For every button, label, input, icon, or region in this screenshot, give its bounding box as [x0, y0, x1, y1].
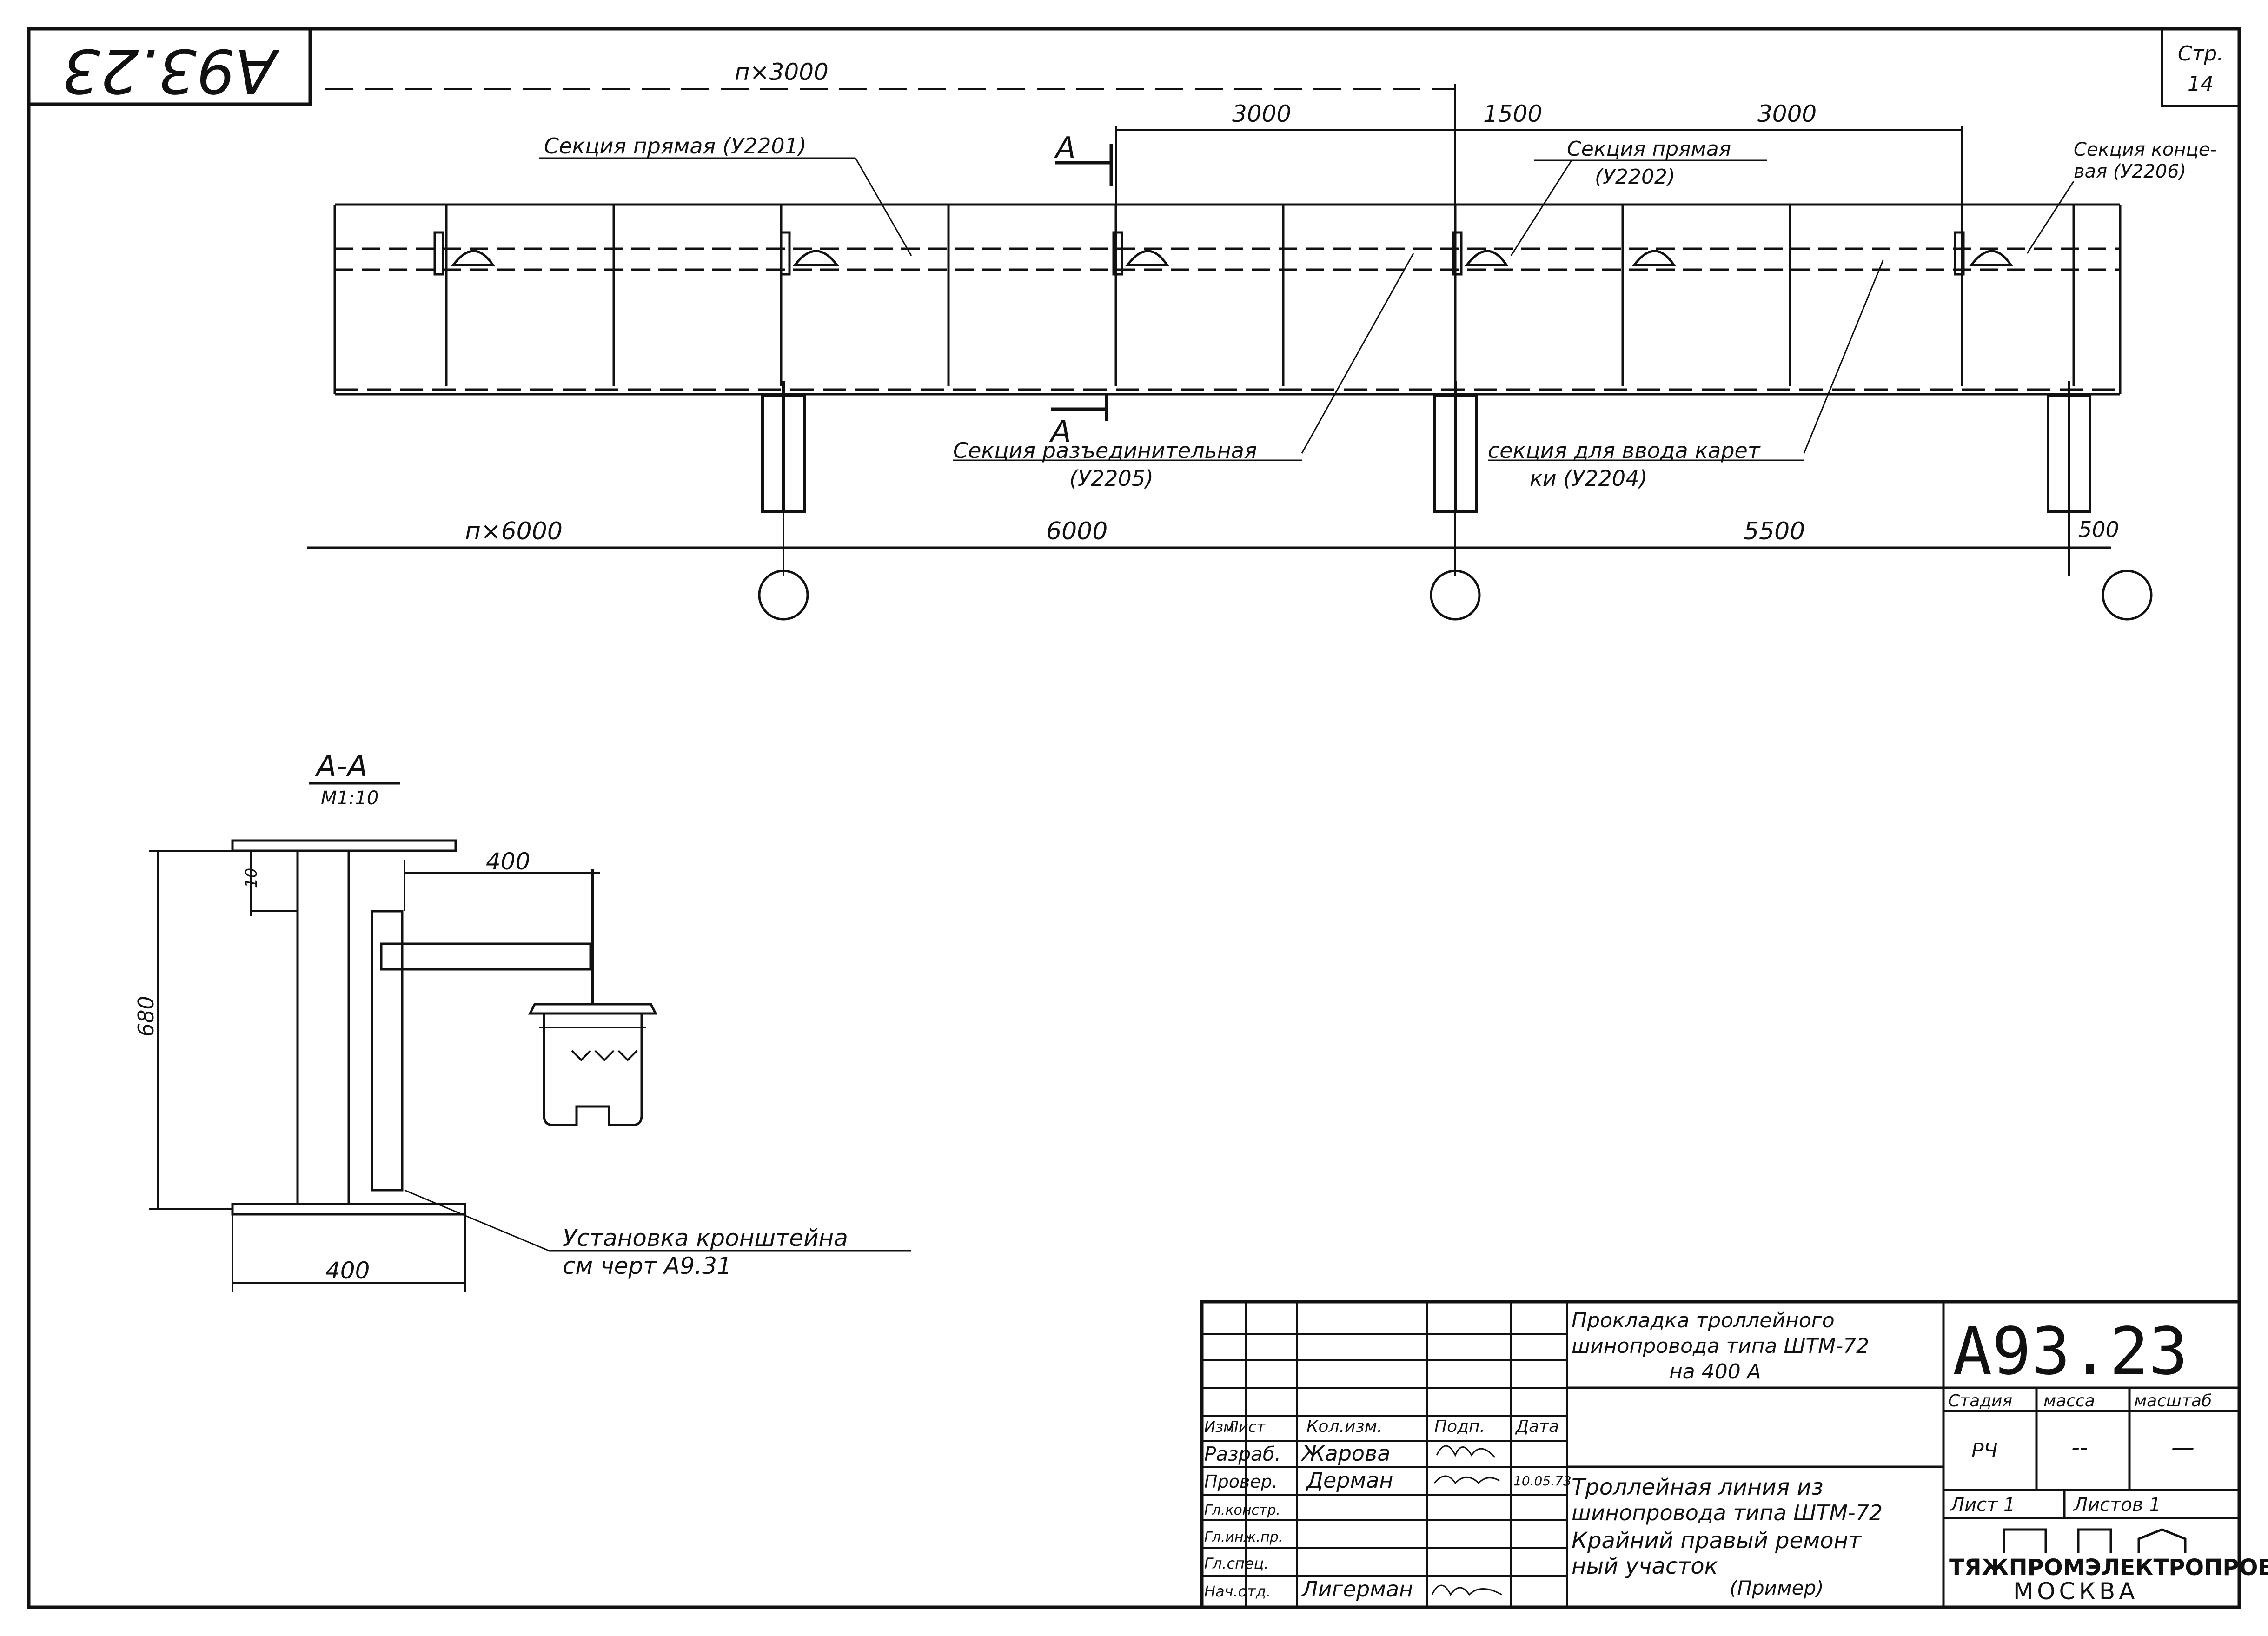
label-input-l2: ки (У2204) — [1530, 466, 1647, 491]
dim-bottom-3: 500 — [2078, 517, 2119, 542]
role-3: Гл.констр. — [1204, 1502, 1280, 1518]
signature-6 — [1431, 1584, 1502, 1596]
signature-2 — [1433, 1475, 1500, 1484]
stage-value: РЧ — [1971, 1439, 1998, 1463]
role-6: Нач.отд. — [1204, 1583, 1271, 1600]
axis-bubble-3 — [2102, 570, 2153, 621]
drawing-l1: Троллейная линия из — [1572, 1474, 1823, 1500]
name-1: Жарова — [1300, 1441, 1390, 1466]
page-number-box: Стр. 14 — [2161, 27, 2241, 107]
page-number: 14 — [2188, 72, 2214, 96]
mass-value: -- — [2071, 1434, 2088, 1461]
sheet-label: Лист 1 — [1950, 1494, 2016, 1516]
dim-bottom-2: 5500 — [1744, 517, 1805, 545]
hdr-podp: Подп. — [1434, 1417, 1485, 1436]
drawing-l4: ный участок — [1572, 1553, 1718, 1579]
hdr-kol: Кол.изм. — [1306, 1417, 1382, 1436]
dim-bottom-total: п×6000 — [465, 517, 563, 545]
org-name: ТЯЖПРОМЭЛЕКТРОПРОЕКТ — [1949, 1555, 2268, 1581]
section-scale: М1:10 — [321, 788, 378, 809]
scale-label: масштаб — [2134, 1391, 2212, 1411]
scale-value: — — [2171, 1434, 2195, 1461]
title-block: Изм Лист Кол.изм. Подп. Дата Разраб. Жар… — [1200, 1300, 2268, 1609]
drawing-l3: Крайний правый ремонт — [1572, 1528, 1862, 1554]
mass-label: масса — [2043, 1391, 2095, 1411]
dim-small-10: 10 — [242, 868, 261, 888]
label-end-l2: вая (У2206) — [2074, 161, 2186, 182]
sheet-code-stamp: А93.23 — [27, 27, 312, 106]
note-l1: Установка кронштейна — [563, 1225, 848, 1252]
section-view: А-А М1:10 680 10 400 400 — [133, 749, 911, 1292]
label-end-l1: Секция конце- — [2074, 139, 2217, 160]
sheet-code-rotated: А93.23 — [62, 35, 279, 106]
outer-frame — [27, 27, 2241, 1609]
page-label: Стр. — [2178, 42, 2223, 66]
axis-bubble-2 — [1430, 570, 1481, 621]
label-straight-2-l2: (У2202) — [1595, 165, 1675, 189]
plan-view: п×3000 3000 1500 3000 А А — [307, 59, 2217, 621]
title-code: А93.23 — [1953, 1314, 2188, 1390]
dim-top-3: 3000 — [1757, 100, 1817, 127]
drawing-l5: (Пример) — [1730, 1576, 1824, 1599]
date-2: 10.05.73 — [1513, 1473, 1572, 1489]
role-4: Гл.инж.пр. — [1204, 1529, 1283, 1545]
dim-width-400: 400 — [325, 1257, 370, 1284]
hangers — [433, 231, 2013, 276]
dim-total-top: п×3000 — [735, 59, 829, 86]
label-straight-1: Секция прямая (У2201) — [544, 133, 807, 159]
name-2: Дерман — [1306, 1468, 1393, 1493]
dim-height-680: 680 — [133, 996, 159, 1037]
project-l2: шинопровода типа ШТМ-72 — [1572, 1334, 1869, 1358]
role-5: Гл.спец. — [1204, 1555, 1269, 1572]
role-1: Разраб. — [1204, 1443, 1281, 1465]
drawing-l2: шинопровода типа ШТМ-72 — [1572, 1500, 1883, 1525]
dim-top-2: 1500 — [1483, 100, 1542, 127]
note-l2: см черт А9.31 — [563, 1252, 732, 1279]
role-2: Провер. — [1204, 1471, 1278, 1492]
org-logo — [2003, 1528, 2187, 1553]
project-l3: на 400 А — [1669, 1360, 1761, 1384]
dim-reach-400: 400 — [486, 848, 530, 875]
axis-bubble-1 — [758, 570, 809, 621]
org-city: МОСКВА — [2013, 1578, 2138, 1605]
label-input-l1: секция для ввода карет — [1488, 438, 1761, 463]
label-straight-2-l1: Секция прямая — [1567, 137, 1731, 161]
label-disconnect-l2: (У2205) — [1069, 466, 1154, 491]
label-disconnect-l1: Секция разъединительная — [953, 438, 1257, 463]
section-mark-top: А — [1054, 131, 1076, 166]
section-title: А-А — [314, 749, 368, 784]
project-l1: Прокладка троллейного — [1572, 1309, 1835, 1332]
signature-1 — [1436, 1445, 1496, 1458]
hdr-izm: Изм — [1204, 1418, 1234, 1436]
dim-top-1: 3000 — [1232, 100, 1291, 127]
dim-bottom-1: 6000 — [1046, 517, 1107, 545]
hdr-list: Лист — [1227, 1418, 1266, 1436]
stage-label: Стадия — [1948, 1391, 2012, 1411]
hdr-data: Дата — [1515, 1417, 1559, 1436]
section-mark-bottom: А — [1049, 415, 1071, 449]
sheets-label: Листов 1 — [2073, 1494, 2161, 1516]
name-6: Лигерман — [1301, 1576, 1413, 1602]
